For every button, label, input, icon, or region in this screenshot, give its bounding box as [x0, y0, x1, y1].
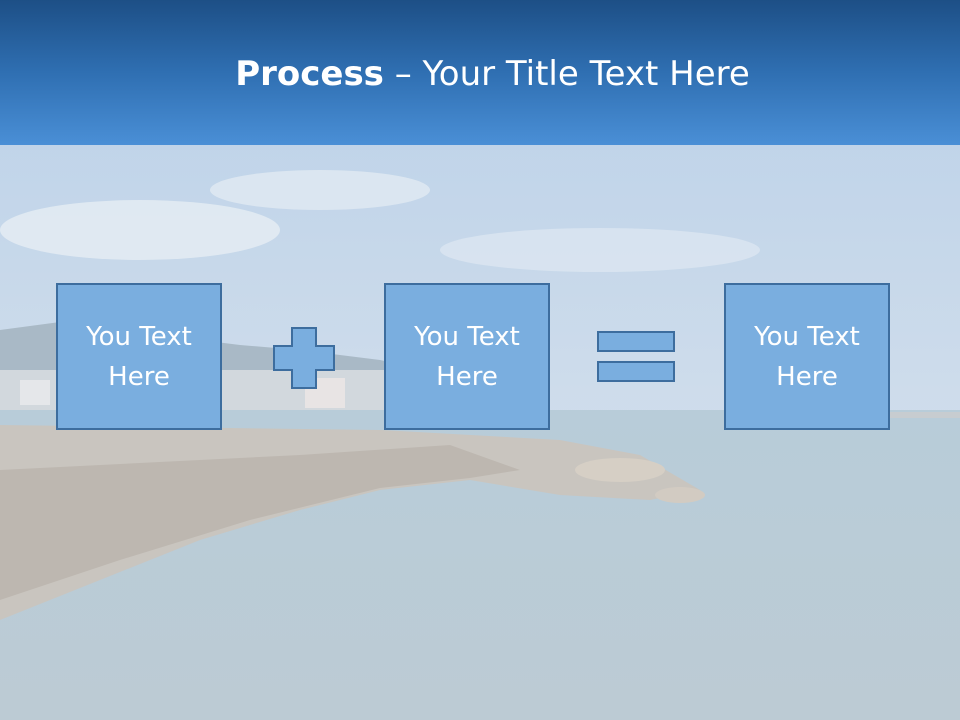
equals-icon	[597, 331, 675, 382]
box-3-line-2: Here	[776, 361, 838, 392]
box-1-line-2: Here	[108, 361, 170, 392]
box-2-line-1: You Text	[414, 321, 520, 352]
title-text: – Your Title Text Here	[383, 54, 750, 94]
plus-icon	[273, 327, 335, 389]
box-3-line-1: You Text	[754, 321, 860, 352]
box-1-line-1: You Text	[86, 321, 192, 352]
slide-title: Process – Your Title Text Here	[0, 52, 960, 96]
box-2-line-2: Here	[436, 361, 498, 392]
title-bold: Process	[235, 54, 384, 94]
title-bar: Process – Your Title Text Here	[0, 0, 960, 145]
